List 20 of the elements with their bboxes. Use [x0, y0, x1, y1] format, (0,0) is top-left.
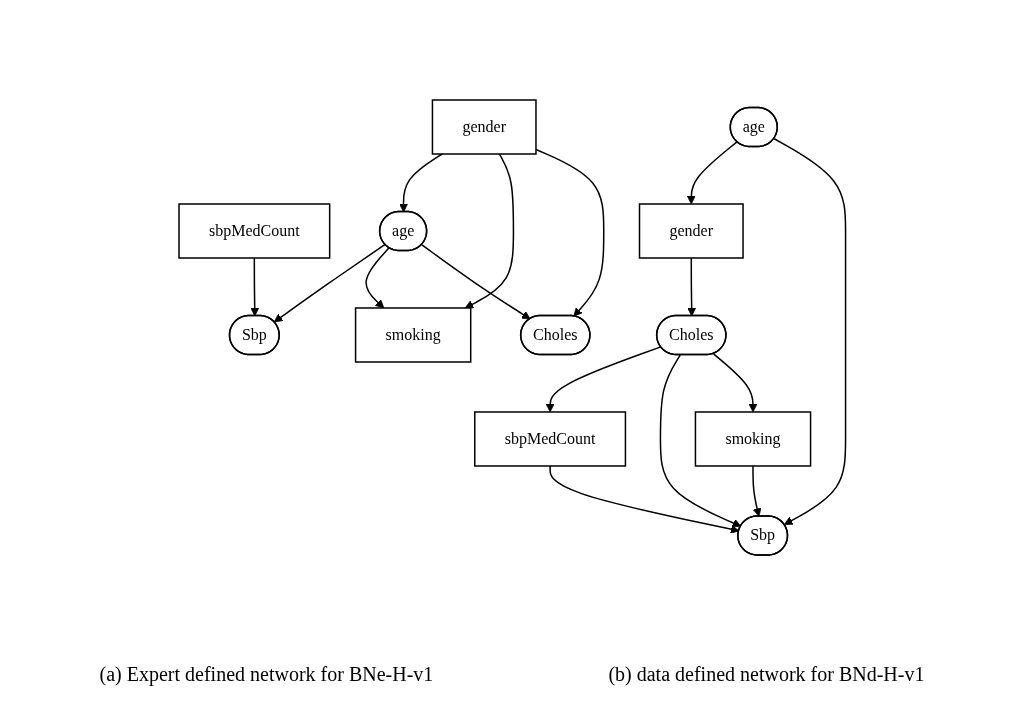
node-box: sbpMedCount	[473, 411, 626, 467]
arrow	[712, 353, 758, 413]
arrow	[365, 247, 390, 309]
node-box: smoking	[694, 411, 812, 467]
figure-caption: (a) Expert defined network for BNe-H-v1	[99, 663, 434, 686]
arrow	[687, 257, 696, 317]
arrow	[250, 257, 259, 317]
node-box: gender	[638, 203, 744, 259]
arrow	[659, 354, 742, 528]
node-box: sbpMedCount	[177, 203, 331, 259]
arrow	[773, 138, 847, 525]
arrow	[420, 244, 531, 320]
arrow	[686, 141, 738, 205]
arrow	[751, 465, 762, 517]
figure-caption: (b) data defined network for BNd-H-v1	[608, 663, 925, 686]
arrow	[273, 243, 386, 323]
arrow	[398, 153, 443, 213]
node-box: smoking	[354, 307, 472, 363]
node-box: gender	[431, 99, 537, 155]
arrow	[464, 153, 514, 309]
